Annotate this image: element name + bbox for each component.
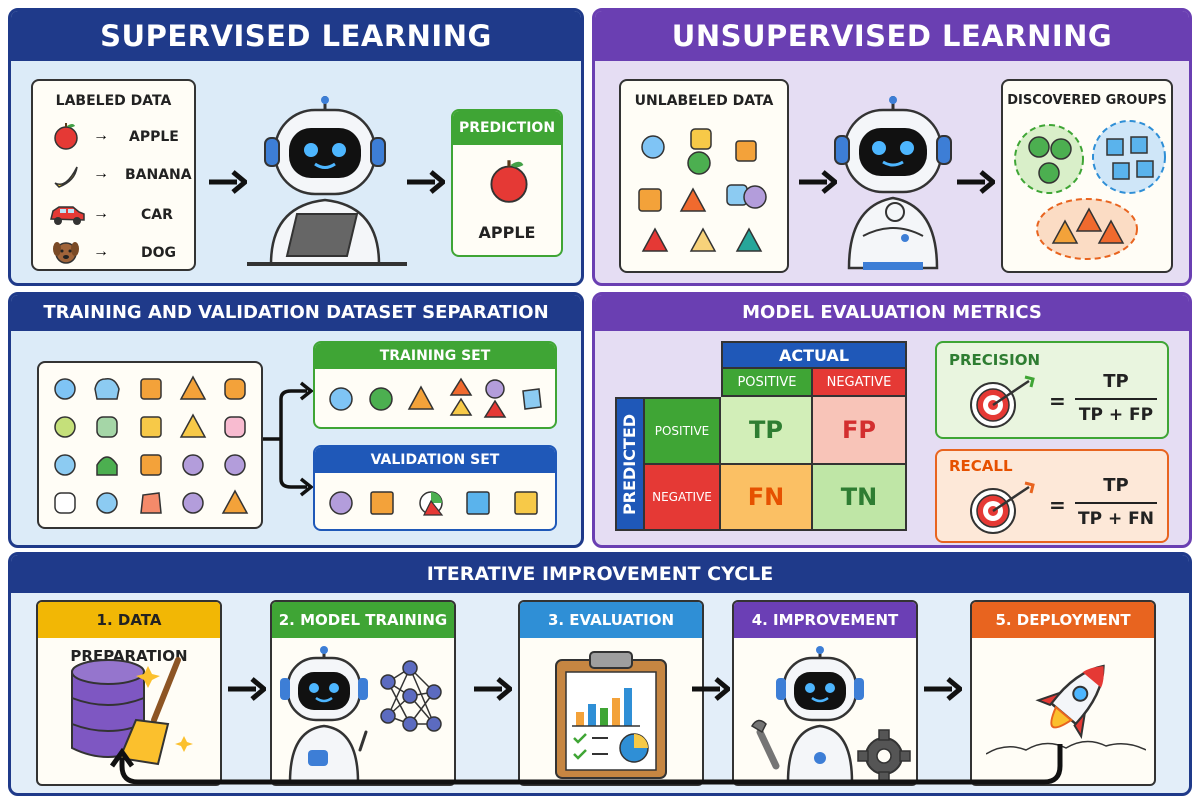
robot-gear-icon — [750, 646, 911, 784]
training-set-title: TRAINING SET — [315, 343, 555, 369]
robot-laptop-icon — [247, 96, 407, 266]
dataset-shapes-grid — [54, 375, 249, 514]
step-label: 2. MODEL TRAINING — [272, 602, 454, 638]
metrics-panel: MODEL EVALUATION METRICS ACTUAL POSITIVE… — [592, 292, 1192, 548]
apple-icon — [490, 160, 528, 203]
flow-arrow-icon — [799, 170, 837, 194]
validation-shapes — [329, 491, 538, 516]
metrics-title: MODEL EVALUATION METRICS — [595, 295, 1189, 331]
training-shapes — [329, 377, 542, 418]
target-icon — [970, 481, 1035, 534]
cell-true-negative: TN — [813, 465, 907, 531]
database-broom-icon — [71, 657, 193, 766]
step-model-training: 2. MODEL TRAINING — [270, 600, 456, 786]
recall-title: RECALL — [949, 457, 1013, 475]
actual-negative-header: NEGATIVE — [813, 369, 907, 397]
predicted-header: PREDICTED — [615, 397, 645, 531]
recall-denominator: TP + FN — [1078, 509, 1154, 529]
dataset-title: TRAINING AND VALIDATION DATASET SEPARATI… — [11, 295, 581, 331]
target-icon — [970, 375, 1035, 428]
label-car: CAR — [141, 207, 173, 223]
unsupervised-title: UNSUPERVISED LEARNING — [595, 11, 1189, 61]
rocket-icon — [986, 664, 1146, 755]
arrow-icon: → — [93, 243, 109, 260]
predicted-negative-header: NEGATIVE — [645, 465, 721, 531]
step-label: 4. IMPROVEMENT — [734, 602, 916, 638]
precision-equals: = — [1049, 389, 1066, 413]
apple-icon — [54, 123, 78, 150]
flow-arrow-icon — [692, 677, 730, 701]
training-set-card: TRAINING SET — [313, 341, 557, 429]
fraction-bar — [1075, 398, 1157, 400]
arrow-icon: → — [93, 205, 109, 222]
flow-arrow-icon — [474, 677, 512, 701]
supervised-panel: SUPERVISED LEARNING LABELED DATA → APPLE… — [8, 8, 584, 286]
fraction-bar — [1075, 502, 1157, 504]
unsupervised-panel: UNSUPERVISED LEARNING UNLABELED DATA — [592, 8, 1192, 286]
flow-arrow-icon — [407, 170, 445, 194]
cycle-return-arrow-icon — [110, 744, 1063, 785]
recall-equals: = — [1049, 493, 1066, 517]
supervised-title: SUPERVISED LEARNING — [11, 11, 581, 61]
arrow-icon: → — [93, 127, 109, 144]
label-dog: DOG — [141, 245, 177, 261]
label-apple: APPLE — [129, 129, 179, 145]
step-data-preparation: 1. DATA PREPARATION — [36, 600, 222, 786]
split-arrow-icon — [263, 381, 314, 497]
predicted-label: PREDICTED — [620, 413, 640, 515]
precision-denominator: TP + FP — [1078, 405, 1154, 425]
labeled-data-card: LABELED DATA → APPLE → BANANA → CAR — [31, 79, 196, 271]
clipboard-chart-icon — [555, 651, 667, 779]
discovered-groups-card: DISCOVERED GROUPS — [1001, 79, 1173, 273]
car-icon — [50, 206, 85, 225]
cell-false-negative: FN — [721, 465, 813, 531]
flow-arrow-icon — [228, 677, 266, 701]
dog-icon — [53, 242, 79, 264]
unlabeled-data-card: UNLABELED DATA — [619, 79, 789, 273]
label-banana: BANANA — [125, 167, 192, 183]
arrow-icon: → — [93, 165, 109, 182]
validation-set-title: VALIDATION SET — [315, 447, 555, 473]
robot-network-icon — [280, 646, 442, 784]
cell-false-positive: FP — [813, 397, 907, 465]
prediction-card: PREDICTION APPLE — [451, 109, 563, 257]
full-dataset-card — [37, 361, 263, 529]
step-label: 1. DATA PREPARATION — [38, 602, 220, 665]
prediction-title: PREDICTION — [453, 111, 561, 145]
step-improvement: 4. IMPROVEMENT — [732, 600, 918, 786]
cycle-title: ITERATIVE IMPROVEMENT CYCLE — [11, 555, 1189, 593]
banana-icon — [54, 166, 78, 188]
prediction-label: APPLE — [478, 223, 536, 242]
flow-arrow-icon — [209, 170, 247, 194]
unlabeled-data-title: UNLABELED DATA — [634, 93, 774, 109]
flow-arrow-icon — [957, 170, 995, 194]
precision-title: PRECISION — [949, 351, 1041, 369]
discovered-groups-title: DISCOVERED GROUPS — [1007, 93, 1167, 108]
actual-header: ACTUAL — [721, 341, 907, 369]
step-label: 3. EVALUATION — [520, 602, 702, 638]
labeled-data-title: LABELED DATA — [55, 93, 172, 109]
step-label: 5. DEPLOYMENT — [972, 602, 1154, 638]
step-deployment: 5. DEPLOYMENT — [970, 600, 1156, 786]
recall-numerator: TP — [1103, 475, 1129, 496]
robot-thinking-icon — [834, 96, 952, 270]
precision-card: PRECISION = TP TP + FP — [935, 341, 1169, 439]
predicted-positive-header: POSITIVE — [645, 397, 721, 465]
flow-arrow-icon — [924, 677, 962, 701]
clusters-graphic — [1014, 120, 1166, 260]
validation-set-card: VALIDATION SET — [313, 445, 557, 531]
precision-numerator: TP — [1103, 371, 1129, 392]
actual-positive-header: POSITIVE — [721, 369, 813, 397]
recall-card: RECALL = TP TP + FN — [935, 449, 1169, 543]
step-evaluation: 3. EVALUATION — [518, 600, 704, 786]
cell-true-positive: TP — [721, 397, 813, 465]
dataset-panel: TRAINING AND VALIDATION DATASET SEPARATI… — [8, 292, 584, 548]
unlabeled-shapes — [638, 128, 767, 252]
